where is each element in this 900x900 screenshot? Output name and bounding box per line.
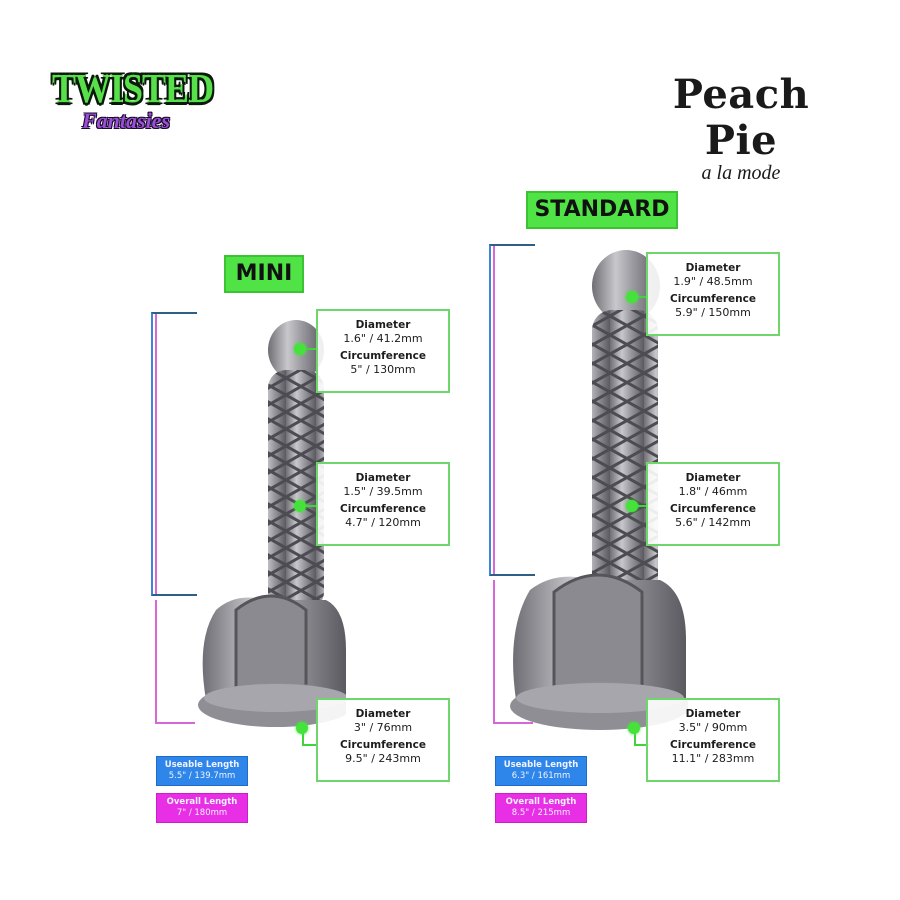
- braided-shaft-icon: [198, 320, 346, 727]
- overall-length-label: Overall Length: [505, 797, 577, 807]
- diameter-value: 3.5" / 90mm: [678, 721, 748, 734]
- circumference-label: Circumference: [670, 739, 756, 751]
- diameter-label: Diameter: [355, 319, 411, 331]
- spec-box-standard-mid: Diameter 1.8" / 46mm Circumference 5.6" …: [646, 462, 780, 546]
- circumference-value: 9.5" / 243mm: [345, 752, 421, 765]
- leader-line-mini-mid: [302, 505, 318, 507]
- spec-box-standard-base: Diameter 3.5" / 90mm Circumference 11.1"…: [646, 698, 780, 782]
- measure-point-mini-tip: [294, 343, 306, 355]
- measure-point-standard-base: [628, 722, 640, 734]
- overall-length-bracket-pink-line-standard: [493, 246, 495, 574]
- spec-box-mini-base: Diameter 3" / 76mm Circumference 9.5" / …: [316, 698, 450, 782]
- spec-box-mini-tip: Diameter 1.6" / 41.2mm Circumference 5" …: [316, 309, 450, 393]
- product-figure-mini: [196, 310, 346, 730]
- circumference-value: 5" / 130mm: [350, 363, 416, 376]
- usable-length-value: 6.3" / 161mm: [511, 771, 571, 781]
- circumference-label: Circumference: [340, 503, 426, 515]
- leader-line-standard-mid: [634, 505, 650, 507]
- brand-logo-top: TWISTED: [52, 65, 214, 111]
- size-label-mini: MINI: [224, 255, 304, 293]
- diameter-value: 1.9" / 48.5mm: [673, 275, 753, 288]
- overall-length-value: 8.5" / 215mm: [511, 808, 571, 818]
- circumference-label: Circumference: [670, 293, 756, 305]
- measure-point-standard-tip: [626, 291, 638, 303]
- overall-length-label: Overall Length: [166, 797, 238, 807]
- circumference-value: 4.7" / 120mm: [345, 516, 421, 529]
- diameter-label: Diameter: [685, 472, 741, 484]
- circumference-label: Circumference: [340, 350, 426, 362]
- overall-length-bracket-mini: [155, 600, 195, 724]
- braided-shaft-icon: [510, 250, 688, 730]
- measure-point-mini-mid: [294, 500, 306, 512]
- brand-logo: TWISTED Fantasies: [52, 65, 214, 140]
- size-label-standard: STANDARD: [526, 191, 678, 229]
- usable-length-value: 5.5" / 139.7mm: [168, 771, 236, 781]
- leader-line-mini-base-h: [302, 744, 318, 746]
- diameter-label: Diameter: [685, 708, 741, 720]
- spec-box-mini-mid: Diameter 1.5" / 39.5mm Circumference 4.7…: [316, 462, 450, 546]
- overall-length-bracket-standard: [493, 580, 533, 724]
- usable-length-bracket-mini: [151, 312, 197, 596]
- overall-length-badge-mini: Overall Length 7" / 180mm: [156, 793, 248, 823]
- measure-point-mini-base: [296, 722, 308, 734]
- usable-length-badge-standard: Useable Length 6.3" / 161mm: [495, 756, 587, 786]
- product-name: Peach Pie: [672, 71, 810, 164]
- circumference-label: Circumference: [670, 503, 756, 515]
- diameter-label: Diameter: [355, 708, 411, 720]
- overall-length-bracket-pink-line-mini: [155, 314, 157, 594]
- diameter-value: 1.8" / 46mm: [678, 485, 748, 498]
- diameter-value: 1.6" / 41.2mm: [343, 332, 423, 345]
- diameter-label: Diameter: [355, 472, 411, 484]
- measure-point-standard-mid: [626, 500, 638, 512]
- circumference-value: 11.1" / 283mm: [671, 752, 755, 765]
- brand-logo-bottom: Fantasies: [66, 108, 186, 134]
- diameter-label: Diameter: [685, 262, 741, 274]
- leader-line-mini-base-v: [302, 732, 304, 746]
- circumference-label: Circumference: [340, 739, 426, 751]
- diameter-value: 3" / 76mm: [353, 721, 413, 734]
- product-title: Peach Pie a la mode: [630, 71, 852, 185]
- product-figure-standard: [508, 240, 688, 730]
- overall-length-value: 7" / 180mm: [176, 808, 228, 818]
- circumference-value: 5.6" / 142mm: [675, 516, 751, 529]
- leader-line-mini-tip: [302, 348, 318, 350]
- leader-line-standard-tip: [634, 296, 650, 298]
- leader-line-standard-base-v: [634, 732, 636, 746]
- product-subtitle: a la mode: [701, 162, 781, 184]
- leader-line-standard-base-h: [634, 744, 650, 746]
- circumference-value: 5.9" / 150mm: [675, 306, 751, 319]
- usable-length-label: Useable Length: [164, 760, 240, 770]
- usable-length-bracket-standard: [489, 244, 535, 576]
- spec-box-standard-tip: Diameter 1.9" / 48.5mm Circumference 5.9…: [646, 252, 780, 336]
- usable-length-badge-mini: Useable Length 5.5" / 139.7mm: [156, 756, 248, 786]
- overall-length-badge-standard: Overall Length 8.5" / 215mm: [495, 793, 587, 823]
- usable-length-label: Useable Length: [503, 760, 579, 770]
- diameter-value: 1.5" / 39.5mm: [343, 485, 423, 498]
